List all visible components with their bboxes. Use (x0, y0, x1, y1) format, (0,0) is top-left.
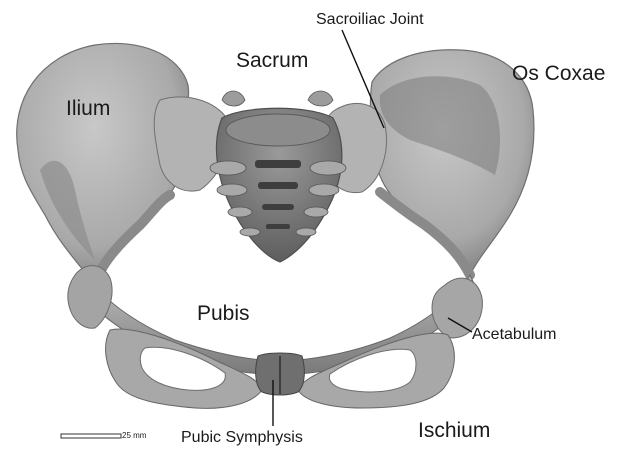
label-sacrum: Sacrum (236, 50, 308, 71)
sacral-articular-left (222, 91, 245, 106)
label-acetabulum: Acetabulum (472, 327, 557, 343)
sacral-promontory (226, 114, 330, 146)
label-os-coxae: Os Coxae (512, 63, 605, 84)
scale-bar-label: 25 mm (122, 432, 146, 440)
left-acetabulum (68, 266, 112, 329)
scale-bar (61, 434, 121, 438)
label-pubic-symphysis: Pubic Symphysis (181, 430, 303, 446)
label-ilium: Ilium (66, 98, 110, 119)
sacral-articular-right (308, 91, 333, 106)
label-pubis: Pubis (197, 303, 250, 324)
label-ischium: Ischium (418, 420, 490, 441)
label-sacroiliac-joint: Sacroiliac Joint (316, 12, 424, 28)
